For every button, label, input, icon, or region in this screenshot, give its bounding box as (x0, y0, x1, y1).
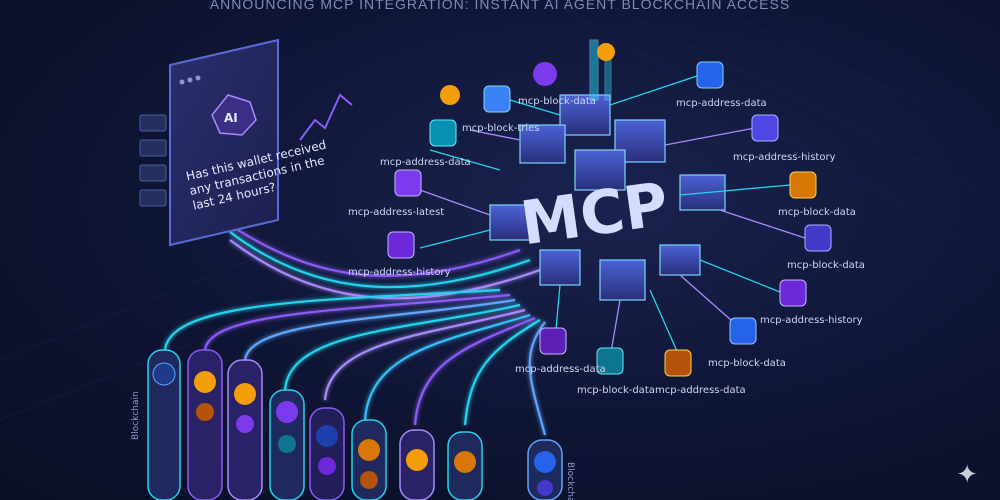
dogecoin-icon (454, 451, 476, 473)
node-label: mcp-address-data (655, 385, 746, 396)
bitcoin-icon (440, 85, 460, 105)
crypto-icon (278, 435, 296, 453)
chain-coins (152, 362, 556, 496)
node-orb-icon (533, 62, 557, 86)
node-label: mcp-address-history (733, 152, 836, 163)
node-label: mcp-address-history (348, 267, 451, 278)
dogecoin-icon (358, 439, 380, 461)
ai-label: AI (224, 111, 238, 125)
data-cables (163, 224, 547, 436)
bnb-icon (360, 471, 378, 489)
node-label: mcp-block-data (708, 358, 786, 369)
bitcoin-icon (234, 383, 256, 405)
node-label: mcp-block-tries (462, 123, 540, 134)
ai-brain-icon: AI (211, 94, 257, 136)
node-label: mcp-address-data (676, 98, 767, 109)
ethereum-icon (316, 425, 338, 447)
polygon-icon (236, 415, 254, 433)
node-label: mcp-address-latest (348, 207, 444, 218)
blockchain-label-left: Blockchain (131, 391, 141, 440)
ethereum-icon (597, 43, 615, 61)
decorative-cards (139, 93, 353, 207)
solana-icon (318, 457, 336, 475)
node-label: mcp-address-data (380, 157, 471, 168)
node-labels: mcp-block-data mcp-address-data mcp-bloc… (348, 96, 865, 396)
node-label: mcp-block-data (518, 96, 596, 107)
cardano-icon (537, 480, 553, 496)
blockchain-label-right: Blockchain (565, 462, 575, 500)
ai-chat-panel: AI Has this wallet received any transact… (169, 38, 328, 247)
ethereum-icon (152, 362, 176, 386)
node-label: mcp-address-history (760, 315, 863, 326)
node-label: mcp-block-data (778, 207, 856, 218)
ethereum-icon (196, 403, 214, 421)
node-label: mcp-block-data (577, 385, 655, 396)
bnb-icon (406, 449, 428, 471)
bitcoin-icon (194, 371, 216, 393)
node-label: mcp-block-data (787, 260, 865, 271)
mcp-core-label: MCP (517, 169, 673, 259)
node-icons (387, 43, 832, 377)
node-label: mcp-address-data (515, 364, 606, 375)
headline: ANNOUNCING MCP INTEGRATION: INSTANT AI A… (209, 0, 791, 12)
polygon-icon (276, 401, 298, 423)
sparkle-icon: ✦ (956, 460, 978, 490)
monero-icon (534, 451, 556, 473)
